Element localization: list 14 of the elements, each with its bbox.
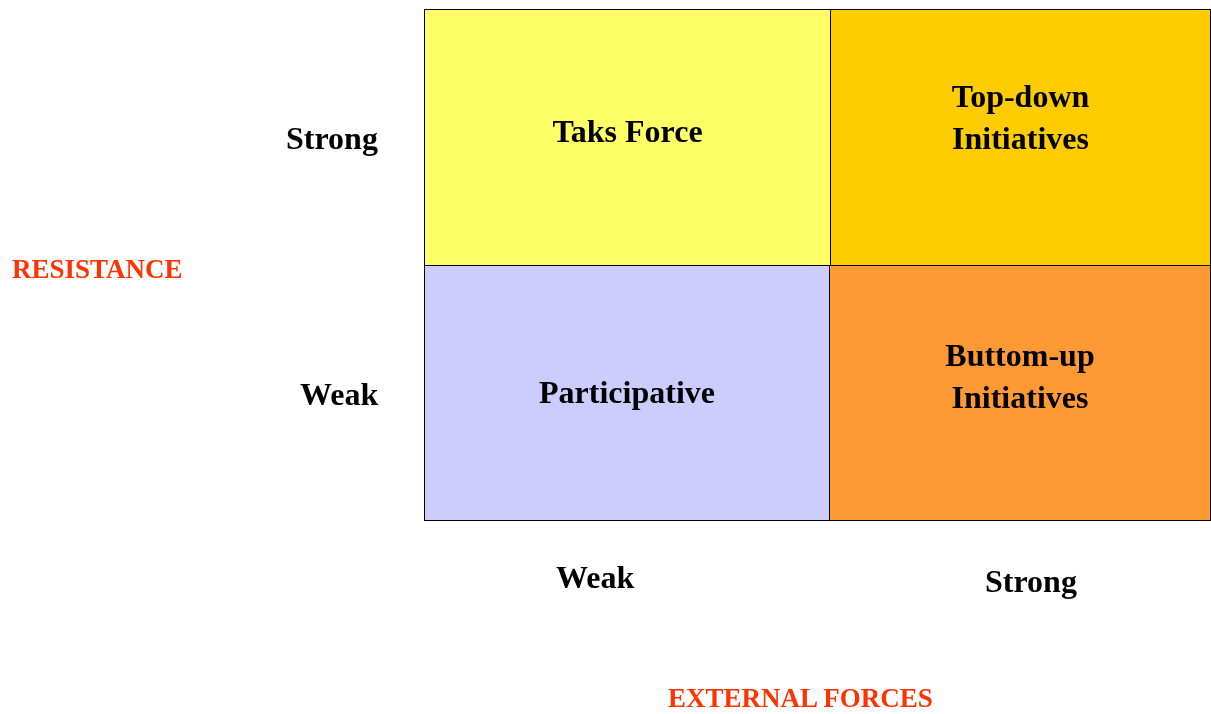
row-axis-tick-label: Weak [300,376,379,413]
quadrant-label: Buttom-up Initiatives [944,336,1096,417]
quadrant-label: Participative [539,373,715,413]
axis-title: RESISTANCE [12,254,183,285]
row-axis-tick-label: Strong [286,120,378,157]
quadrant-label: Taks Force [552,111,703,151]
axis-title: EXTERNAL FORCES [668,683,933,714]
matrix-quadrant [830,9,1211,266]
matrix-quadrant [424,9,831,266]
quadrant-label: Top-down Initiatives [950,76,1091,158]
column-axis-tick-label: Strong [985,563,1077,600]
matrix-quadrant [424,265,830,521]
matrix-quadrant [829,265,1211,521]
column-axis-tick-label: Weak [556,559,635,596]
